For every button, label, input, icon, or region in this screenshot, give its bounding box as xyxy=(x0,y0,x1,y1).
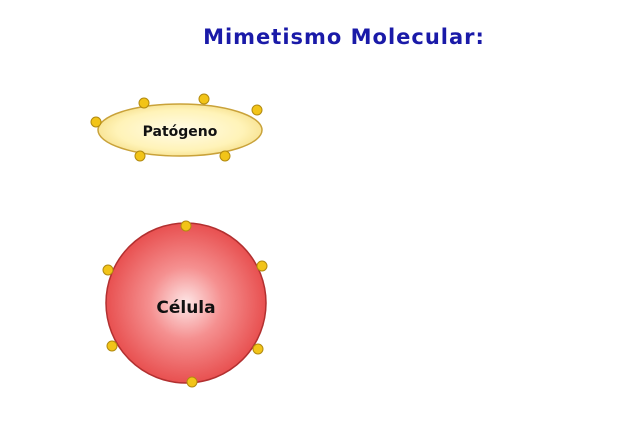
pathogen-group: Patógeno xyxy=(90,41,317,217)
pathogen-body xyxy=(97,103,263,157)
antibody-icon xyxy=(50,228,113,285)
receptor-dot-icon xyxy=(180,220,192,232)
antibody-icon xyxy=(313,261,377,327)
antibody-icon xyxy=(522,218,567,275)
pathogen-label: Patógeno xyxy=(143,124,218,140)
antibody-icon xyxy=(384,154,440,218)
antibody-icon xyxy=(530,330,575,387)
antibody-icon xyxy=(50,328,116,389)
cell-label: Célula xyxy=(156,298,215,318)
receptor-dot-icon xyxy=(186,376,198,388)
antibody-icon xyxy=(391,310,456,376)
free-antibodies xyxy=(313,50,579,387)
receptor-dot-icon xyxy=(90,116,102,128)
antibody-icon xyxy=(200,156,253,217)
receptor-dot-icon xyxy=(252,343,264,355)
receptor-dot-icon xyxy=(251,104,263,116)
antibody-icon xyxy=(190,41,243,103)
receptor-dot-icon xyxy=(198,93,210,105)
receptor-dot-icon xyxy=(219,150,231,162)
receptor-dot-icon xyxy=(256,260,268,272)
antibody-icon xyxy=(112,43,165,104)
antibody-icon xyxy=(108,157,153,214)
cell-group: Célula xyxy=(50,220,324,404)
diagram-title: Mimetismo Molecular: xyxy=(203,25,485,49)
receptor-dot-icon xyxy=(106,340,118,352)
receptor-dot-icon xyxy=(102,264,114,276)
antibody-icon xyxy=(259,230,324,289)
antibody-icon xyxy=(518,112,579,178)
receptor-dot-icon xyxy=(138,97,150,109)
antibody-icon xyxy=(251,68,317,129)
antibody-icon xyxy=(406,50,451,106)
receptor-dot-icon xyxy=(134,150,146,162)
